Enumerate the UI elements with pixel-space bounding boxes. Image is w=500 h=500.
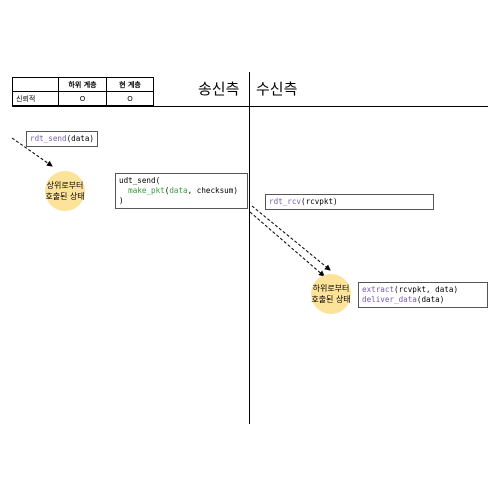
extract-deliver-box: extract(rcvpkt, data) deliver_data(data): [358, 282, 488, 308]
udt-send-close: ): [119, 196, 124, 205]
incoming-call-arrow: [11, 137, 53, 167]
packet-arrow-1: [251, 205, 331, 271]
vertical-divider: [249, 72, 251, 424]
rdt-send-args: (data): [66, 134, 95, 143]
make-pkt-open: (: [164, 186, 170, 195]
reliability-table: 하위 계층 현 계층 신뢰적 O O: [12, 77, 154, 106]
rdt-send-fn: rdt_send: [30, 134, 67, 143]
packet-arrow-2: [249, 211, 325, 277]
receiver-state-line1: 하위로부터: [312, 284, 350, 293]
rdt-rcv-fn: rdt_rcv: [269, 197, 302, 206]
table-row: 신뢰적 O O: [12, 91, 154, 106]
horizontal-divider: [12, 106, 488, 108]
sender-state: 상위로부터 호출된 상태: [45, 171, 85, 211]
make-pkt-rest: , checksum): [187, 186, 238, 195]
receiver-state-line2: 호출된 상태: [311, 295, 351, 304]
deliver-data-args: (data): [416, 295, 445, 304]
make-pkt-data: data: [169, 186, 188, 195]
rdt-send-box: rdt_send(data): [26, 131, 99, 147]
sender-title: 송신측: [198, 80, 240, 98]
extract-fn: extract: [362, 285, 395, 294]
deliver-data-fn: deliver_data: [362, 295, 417, 304]
receiver-title: 수신측: [256, 80, 298, 98]
receiver-state: 하위로부터 호출된 상태: [311, 274, 351, 314]
sender-state-line1: 상위로부터: [46, 181, 84, 190]
table-cell-current: O: [106, 91, 154, 106]
make-pkt-fn: make_pkt: [128, 186, 165, 195]
udt-send-fn: udt_send(: [119, 176, 161, 185]
rdt-rcv-args: (rcvpkt): [301, 197, 338, 206]
udt-send-box: udt_send( make_pkt(data, checksum) ): [115, 173, 248, 209]
sender-state-line2: 호출된 상태: [45, 192, 85, 201]
rdt-rcv-box: rdt_rcv(rcvpkt): [265, 194, 434, 210]
table-header-row: 하위 계층 현 계층: [12, 77, 154, 92]
extract-args: (rcvpkt, data): [394, 285, 459, 294]
